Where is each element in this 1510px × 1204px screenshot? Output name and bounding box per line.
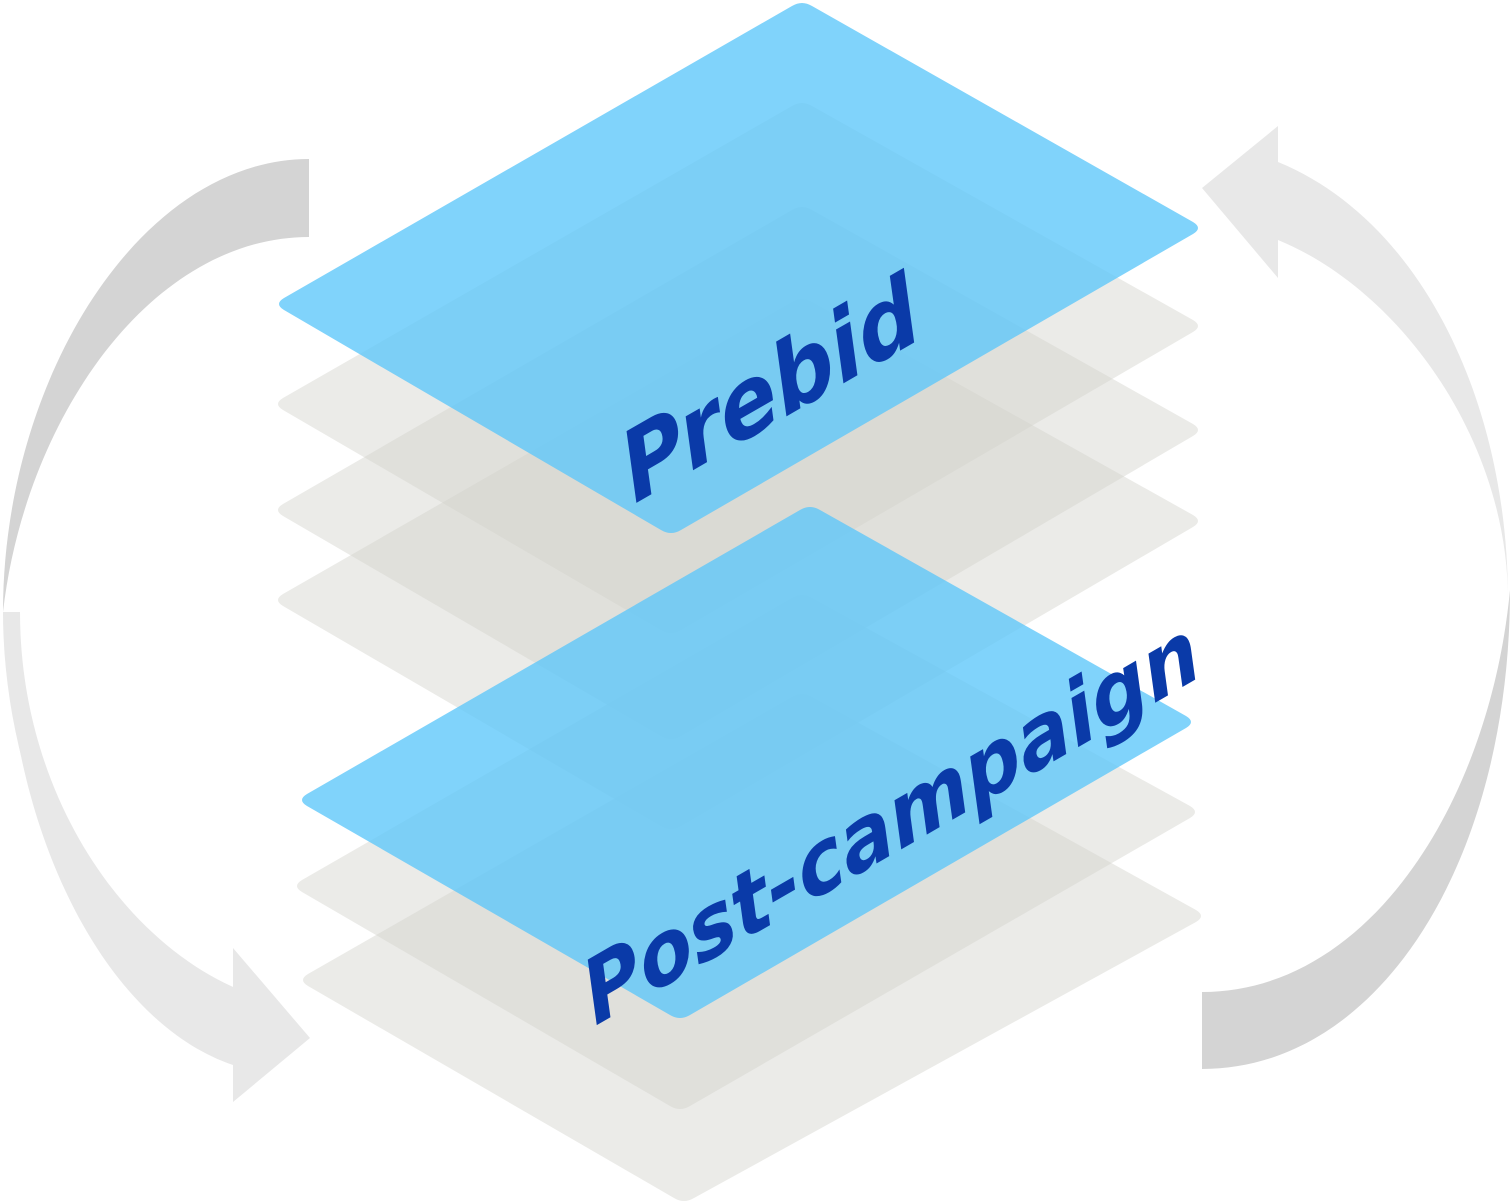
left-arrow-upper-band <box>3 159 309 612</box>
post-campaign-plane <box>302 507 1191 1018</box>
left-arrow-lower-band <box>6 612 310 1102</box>
cycle-arrow-right-icon <box>1202 126 1510 1069</box>
prebid-plane <box>279 3 1198 533</box>
right-arrow-lower-band <box>1202 590 1510 1069</box>
right-arrow-upper-band <box>1202 126 1508 600</box>
left-arrow-lower-fill <box>3 612 240 1062</box>
cycle-arrow-left-icon <box>3 159 310 1102</box>
